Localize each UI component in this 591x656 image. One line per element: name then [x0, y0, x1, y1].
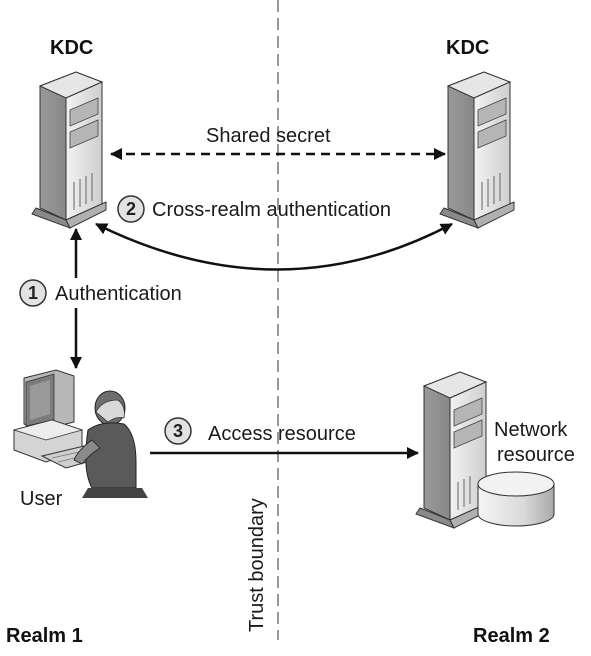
left-kdc-label: KDC — [50, 37, 93, 59]
step-3-badge: 3 — [164, 417, 192, 445]
svg-text:1: 1 — [28, 283, 38, 303]
user-workstation-icon — [12, 369, 148, 498]
network-resource-server-icon — [415, 371, 491, 529]
right-kdc-server-icon — [439, 71, 515, 229]
cross-realm-arrow — [95, 222, 453, 271]
svg-text:2: 2 — [126, 199, 136, 219]
right-kdc-label: KDC — [446, 37, 489, 59]
svg-text:3: 3 — [173, 421, 183, 441]
access-resource-label: Access resource — [208, 423, 356, 445]
user-label: User — [20, 488, 63, 510]
database-disk-icon — [477, 471, 555, 527]
realm-2-label: Realm 2 — [473, 625, 550, 647]
authentication-label: Authentication — [55, 283, 182, 305]
shared-secret-label: Shared secret — [206, 125, 331, 147]
network-resource-label-line2: resource — [497, 444, 575, 466]
left-kdc-server-icon — [31, 71, 107, 229]
step-1-badge: 1 — [19, 278, 114, 308]
network-resource-label-line1: Network — [494, 419, 568, 441]
trust-boundary-label: Trust boundary — [246, 498, 268, 632]
cross-realm-label: Cross-realm authentication — [152, 199, 391, 221]
step-2-badge: 2 — [117, 195, 145, 223]
realm-1-label: Realm 1 — [6, 625, 83, 647]
